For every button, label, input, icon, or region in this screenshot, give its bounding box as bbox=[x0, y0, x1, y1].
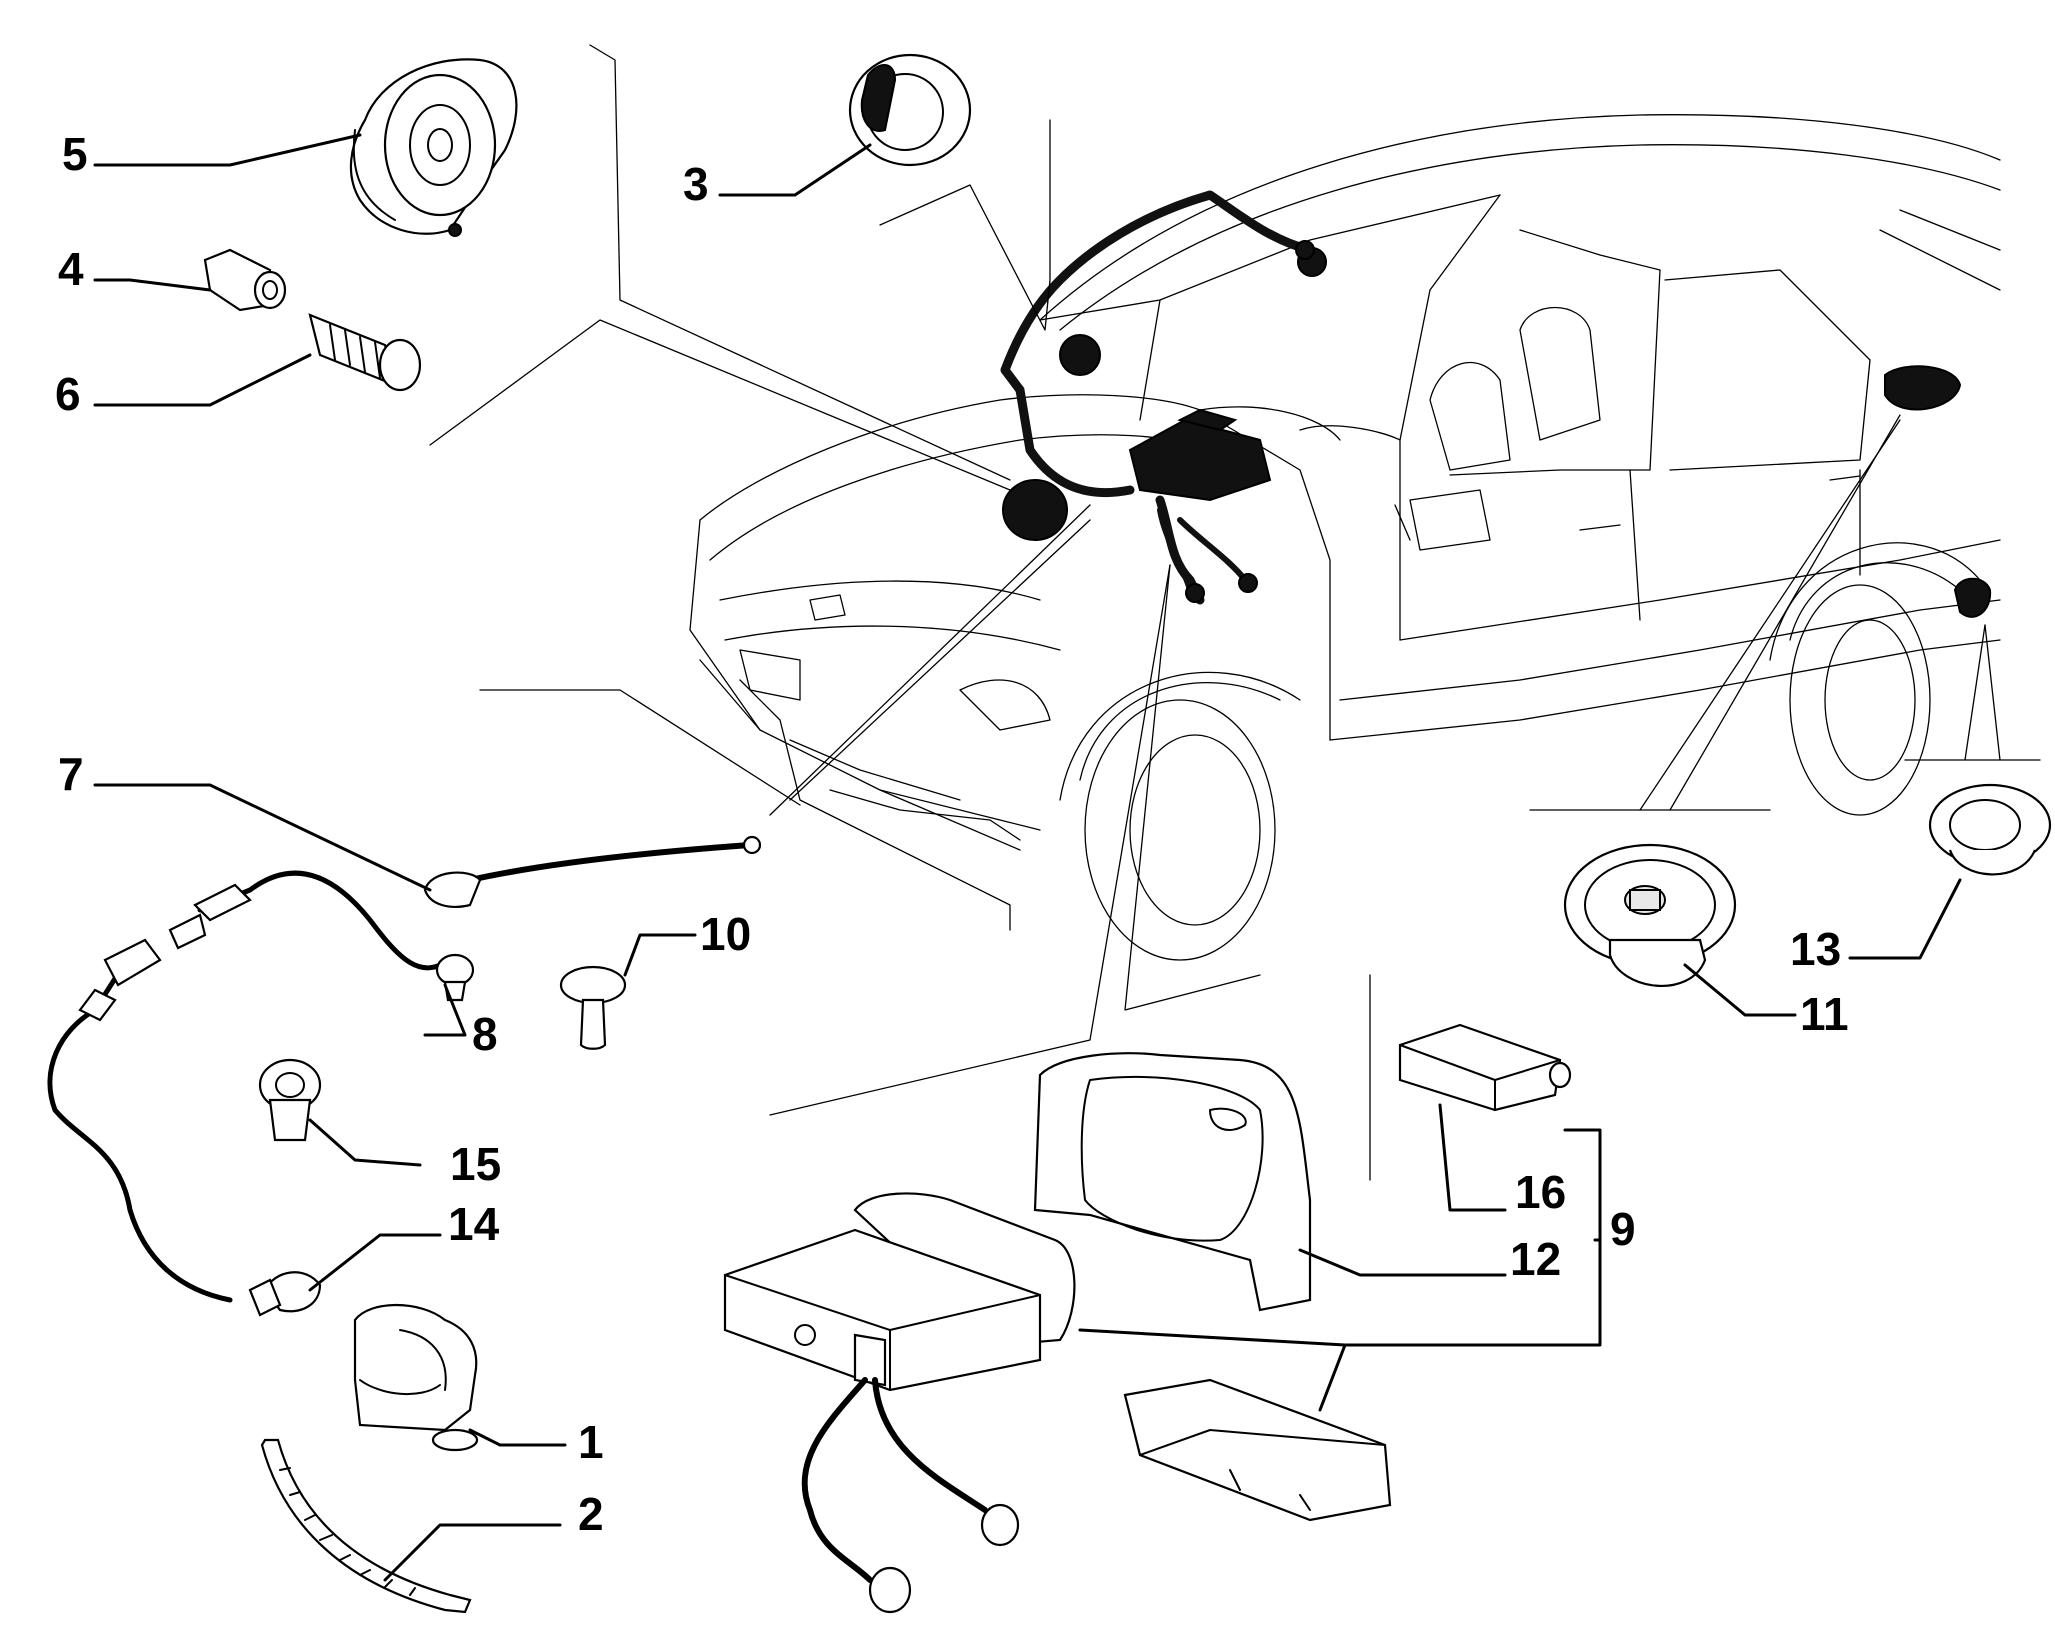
callout-5: 5 bbox=[62, 128, 88, 180]
car-outline bbox=[689, 114, 2001, 961]
part-15-clip bbox=[258, 1058, 322, 1142]
callout-16: 16 bbox=[1515, 1166, 1566, 1218]
tweeter-left-icon bbox=[1059, 334, 1101, 376]
callout-12: 12 bbox=[1510, 1233, 1561, 1285]
callout-3: 3 bbox=[683, 158, 709, 210]
callout-10: 10 bbox=[700, 908, 751, 960]
callout-2: 2 bbox=[578, 1488, 604, 1540]
rear-speaker-icon bbox=[1884, 365, 1962, 411]
part-2-cable-tie bbox=[260, 1438, 472, 1614]
part-1-bracket bbox=[353, 1304, 479, 1452]
part-6-screw bbox=[308, 313, 422, 392]
callout-6: 6 bbox=[55, 368, 81, 420]
callout-15: 15 bbox=[450, 1138, 501, 1190]
callout-leaders bbox=[93, 133, 1962, 1582]
callout-1: 1 bbox=[578, 1416, 604, 1468]
part-11-rear-speaker bbox=[1563, 843, 1737, 987]
part-4-clip bbox=[203, 248, 287, 312]
front-speaker-icon bbox=[1002, 479, 1068, 541]
part-9-radio bbox=[723, 1192, 1392, 1614]
callout-7: 7 bbox=[58, 748, 84, 800]
part-16-module bbox=[1398, 1023, 1572, 1112]
part-5-speaker bbox=[349, 58, 518, 237]
part-12-frame bbox=[1033, 1052, 1312, 1312]
radio-unit-icon bbox=[1128, 418, 1272, 502]
callout-11: 11 bbox=[1800, 988, 1849, 1040]
part-7-antenna bbox=[423, 835, 762, 908]
part-14-cable bbox=[47, 938, 322, 1317]
part-10-grommet bbox=[559, 965, 627, 1050]
callout-13: 13 bbox=[1790, 923, 1841, 975]
callout-14: 14 bbox=[448, 1198, 500, 1250]
callout-labels: 5 4 6 3 7 8 10 15 14 1 2 11 13 16 12 9 bbox=[55, 128, 1849, 1540]
part-13-rear-tweeter bbox=[1928, 783, 2052, 876]
callout-4: 4 bbox=[58, 243, 84, 295]
wiring-harness bbox=[1000, 190, 1992, 618]
construction-lines bbox=[429, 44, 2041, 1181]
callout-9: 9 bbox=[1610, 1203, 1636, 1255]
callout-8: 8 bbox=[472, 1008, 498, 1060]
rear-tweeter-icon bbox=[1953, 577, 1992, 618]
part-8-antenna-cable bbox=[168, 870, 475, 1002]
part-3-tweeter bbox=[848, 53, 972, 167]
